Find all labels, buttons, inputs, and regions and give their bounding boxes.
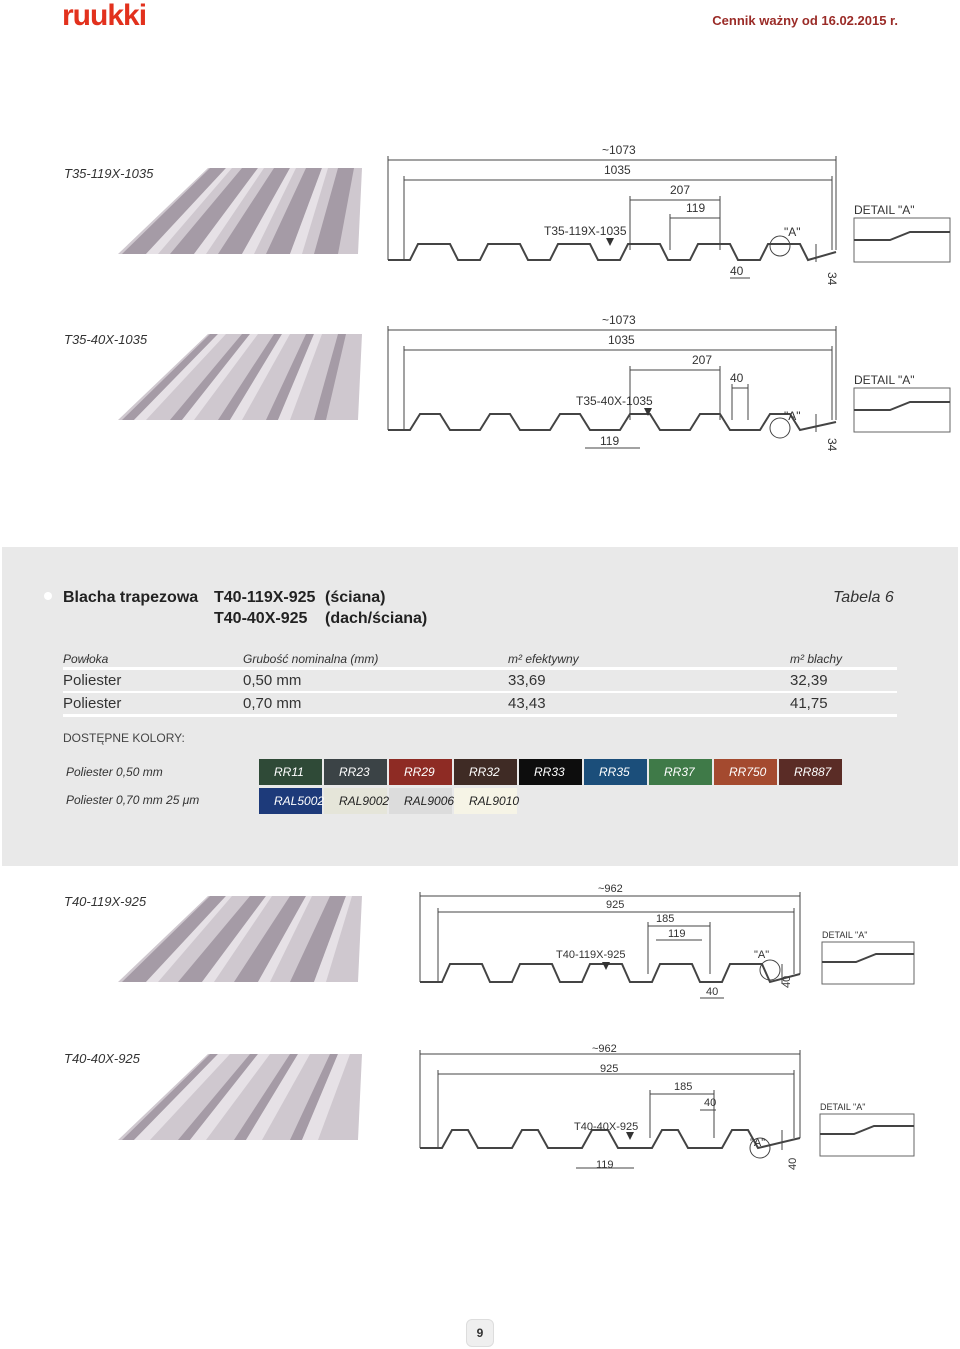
dim-height: 40 [781,976,793,988]
dim-overall: ~1073 [602,313,636,327]
available-colors-label: DOSTĘPNE KOLORY: [63,731,185,745]
table-cell: 43,43 [508,695,546,712]
sheet-illustration [118,168,362,254]
dim-pitch: 185 [674,1081,692,1093]
profile-dimension-drawing: ~1073 1035 207 40 T35-40X-1035 "A" 119 3… [387,313,951,452]
profile-dimension-drawing: ~962 925 185 119 T40-119X-925 "A" 40 40 … [419,883,915,999]
product-name-2: T40-40X-925 [214,610,308,627]
section-label: T40-40X-925 [574,1121,638,1133]
color-row-label: Poliester 0,50 mm [66,765,163,779]
bullet-icon [44,592,52,600]
ruukki-logo: ruukki [62,2,147,28]
profile-label: T40-40X-925 [64,1051,140,1066]
color-row-label: Poliester 0,70 mm 25 μm [66,793,200,807]
table-cell: 0,50 mm [243,672,302,689]
table-divider [63,714,897,717]
table-divider [63,691,897,693]
table-cell: Poliester [63,672,122,689]
dim-rib: 119 [686,201,705,215]
color-swatch: RR11 [259,759,324,785]
profile-label: T35-40X-1035 [64,332,148,347]
dim-overall: ~962 [592,1043,617,1055]
table-cell: 41,75 [790,695,828,712]
color-swatch: RAL9010 [454,788,519,814]
product-use-2: (dach/ściana) [325,610,428,627]
dim-overall: ~1073 [602,143,636,157]
section-label: T35-40X-1035 [576,394,653,408]
table-cell: 33,69 [508,672,546,689]
dim-crest: 40 [730,371,744,385]
table-title: Blacha trapezowa [63,589,199,606]
color-swatch: RR23 [324,759,389,785]
table-cell: 32,39 [790,672,828,689]
dim-crest: 40 [730,264,744,278]
detail-marker: "A" [784,409,801,423]
dim-width: 925 [600,1063,618,1075]
dim-rib: 119 [600,434,619,448]
color-swatch: RR750 [714,759,779,785]
color-swatch: RAL9006 [389,788,454,814]
table-cell: Poliester [63,695,122,712]
dim-rib: 119 [668,928,686,940]
detail-title: DETAIL "A" [854,203,915,217]
dim-pitch: 185 [656,913,674,925]
dim-crest: 40 [706,986,718,998]
dim-width: 1035 [604,163,631,177]
color-swatch: RR37 [649,759,714,785]
product-use-1: (ściana) [325,589,386,606]
dim-width: 925 [606,899,624,911]
svg-text:ruukki: ruukki [62,2,146,28]
dim-height: 40 [787,1158,799,1170]
profile-label: T40-119X-925 [64,894,147,909]
column-header: Powłoka [63,652,109,666]
dim-width: 1035 [608,333,635,347]
sheet-illustration [118,334,362,420]
sheet-illustration [118,1054,362,1140]
color-swatch: RR35 [584,759,649,785]
dim-rib: 119 [596,1159,614,1171]
color-swatch: RR29 [389,759,454,785]
profile-dimension-drawing: ~1073 1035 207 119 T35-119X-1035 "A" 40 … [387,143,951,285]
table-divider [63,667,897,670]
column-header: m² efektywny [508,652,579,666]
dim-overall: ~962 [598,883,623,895]
profile-dimension-drawing: ~962 925 185 40 T40-40X-925 "A" 119 40 D… [419,1043,915,1171]
color-swatch: RR887 [779,759,844,785]
dim-crest: 40 [704,1097,716,1109]
detail-marker: "A" [784,225,801,239]
detail-marker: "A" [750,1137,765,1149]
section-label: T35-119X-1035 [544,224,627,238]
dim-pitch: 207 [692,353,712,367]
table-cell: 0,70 mm [243,695,302,712]
sheet-illustration [118,896,362,982]
product-name-1: T40-119X-925 [214,589,316,606]
color-swatch: RAL9002 [324,788,389,814]
price-list-validity: Cennik ważny od 16.02.2015 r. [712,13,898,28]
column-header: Grubość nominalna (mm) [243,652,379,666]
color-swatch: RAL5002 [259,788,324,814]
table-number: Tabela 6 [833,589,894,606]
detail-marker: "A" [754,949,769,961]
dim-pitch: 207 [670,183,690,197]
detail-title: DETAIL "A" [854,373,915,387]
dim-height: 34 [825,438,839,452]
detail-title: DETAIL "A" [822,930,867,940]
detail-title: DETAIL "A" [820,1102,865,1112]
color-swatch: RR32 [454,759,519,785]
column-header: m² blachy [790,652,843,666]
dim-height: 34 [825,272,839,285]
page-number: 9 [466,1319,494,1347]
section-label: T40-119X-925 [556,949,626,961]
profile-label: T35-119X-1035 [64,166,154,181]
color-swatch: RR33 [519,759,584,785]
